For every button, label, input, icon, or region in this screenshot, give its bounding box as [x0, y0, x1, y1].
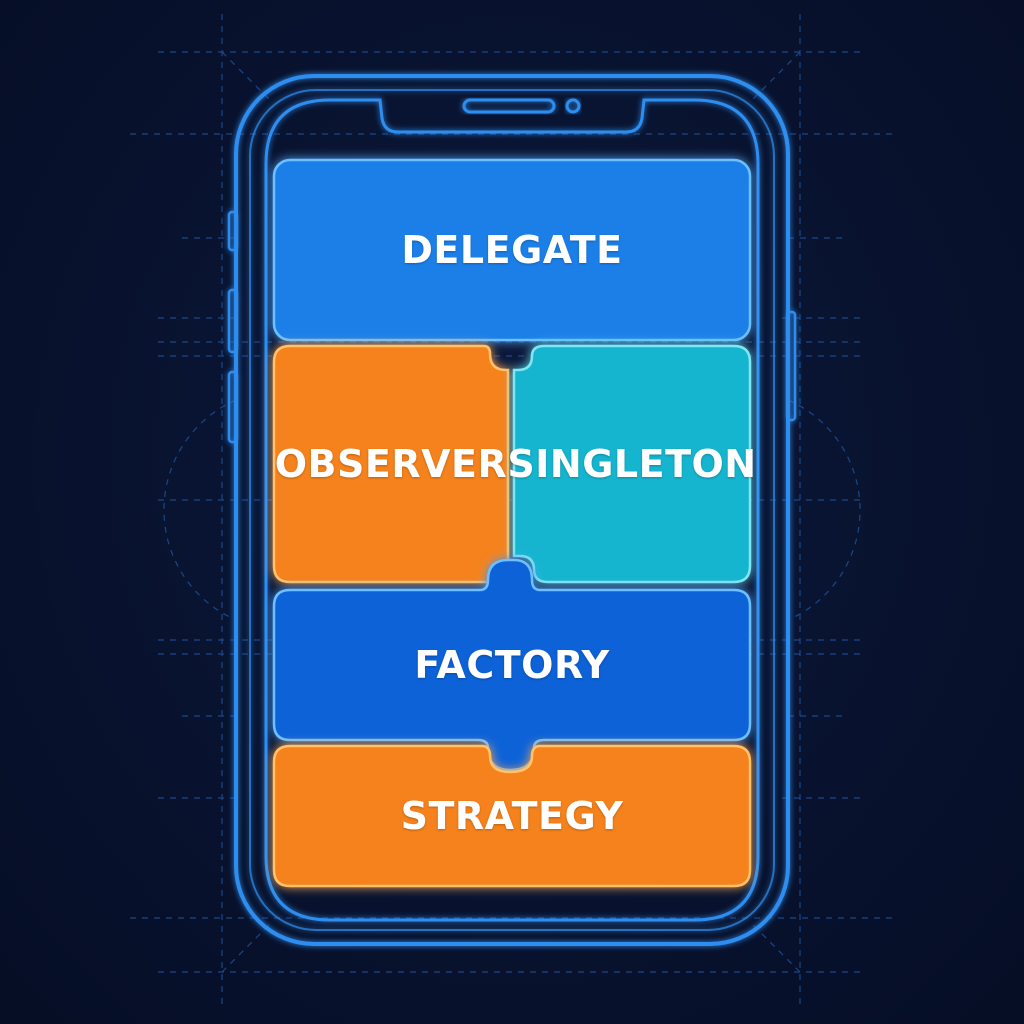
strategy-block — [272, 744, 752, 888]
factory-block — [272, 558, 752, 772]
singleton-block — [512, 344, 752, 584]
observer-block — [272, 344, 510, 584]
phone-outline — [227, 74, 797, 946]
front-camera-icon — [565, 98, 581, 114]
speaker-slot-icon — [462, 98, 556, 114]
delegate-block — [272, 158, 752, 342]
